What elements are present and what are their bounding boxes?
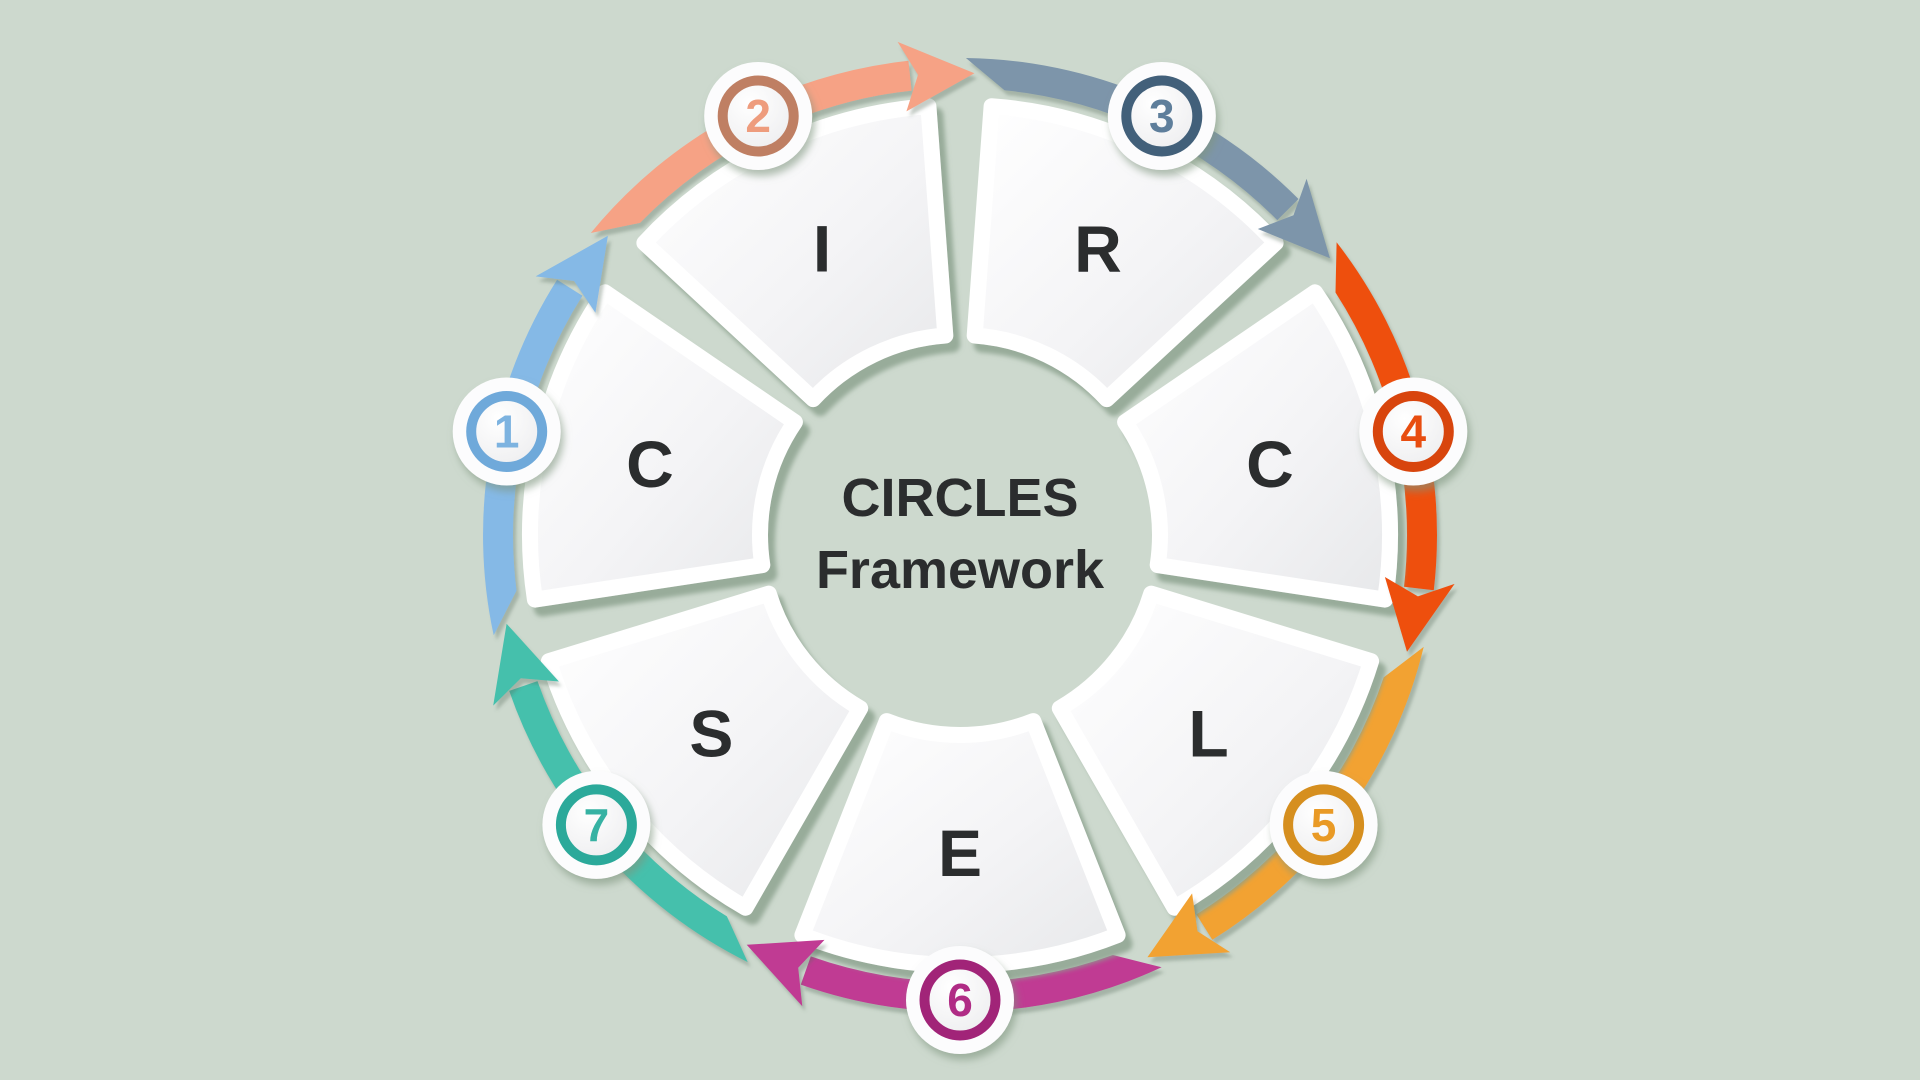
arc-arrowhead-4	[1384, 577, 1455, 652]
segment-letter-7: S	[689, 696, 733, 770]
segment-letter-2: I	[813, 212, 831, 286]
badge-7-number: 7	[584, 799, 610, 851]
arc-arrowhead-5	[1147, 893, 1231, 958]
segment-letter-5: L	[1188, 696, 1228, 770]
segment-1-C	[522, 284, 803, 608]
badge-5-ring	[1283, 784, 1365, 866]
segment-7-S	[540, 585, 869, 916]
badge-3-ring	[1121, 75, 1203, 157]
segment-3-R	[966, 98, 1284, 408]
badge-2-number: 2	[745, 90, 771, 142]
badge-5: 5	[1269, 770, 1378, 879]
diagram-title-line1: CIRCLES	[841, 468, 1078, 528]
diagram-title-line2: Framework	[816, 540, 1105, 600]
number-badges-layer: 1 2 3 4 5 6 7	[452, 62, 1468, 1054]
badge-6-number: 6	[947, 974, 973, 1026]
segment-letter-6: E	[938, 816, 982, 890]
badge-5-number: 5	[1311, 799, 1337, 851]
badge-6-ring	[919, 959, 1001, 1041]
arc-arrowhead-6	[746, 939, 825, 1007]
badge-3: 3	[1107, 62, 1216, 170]
segment-letters-layer: C I R C L E S	[626, 212, 1294, 891]
badge-4: 4	[1359, 377, 1468, 486]
segment-letter-1: C	[626, 427, 674, 501]
segment-letter-4: C	[1246, 427, 1294, 501]
badge-4-ring	[1372, 391, 1454, 472]
arrow-ring-heads	[493, 41, 1455, 1007]
badge-2-ring	[717, 75, 799, 157]
segment-4-C	[1117, 284, 1398, 608]
segment-letter-3: R	[1074, 212, 1122, 286]
badge-7-ring	[555, 784, 637, 866]
arc-band-4	[1335, 242, 1437, 591]
arc-arrowhead-1	[535, 235, 608, 313]
arc-band-7	[509, 681, 748, 963]
arc-band-1	[483, 279, 583, 636]
badge-2: 2	[704, 62, 813, 170]
segments-layer	[522, 98, 1398, 973]
segment-2-I	[636, 98, 954, 408]
arc-arrowhead-2	[897, 41, 975, 112]
badge-1-ring	[466, 391, 548, 472]
badge-7: 7	[542, 770, 651, 879]
badge-3-number: 3	[1149, 90, 1175, 142]
badge-4-number: 4	[1401, 406, 1427, 458]
segment-5-L	[1051, 585, 1380, 916]
badge-6: 6	[906, 946, 1014, 1054]
arc-band-5	[1196, 646, 1424, 940]
segment-6-E	[794, 713, 1126, 973]
badge-1: 1	[452, 377, 561, 486]
arc-arrowhead-3	[1257, 178, 1330, 259]
arc-arrowhead-7	[493, 623, 559, 706]
arc-band-2	[590, 60, 912, 233]
badge-1-number: 1	[494, 406, 520, 458]
